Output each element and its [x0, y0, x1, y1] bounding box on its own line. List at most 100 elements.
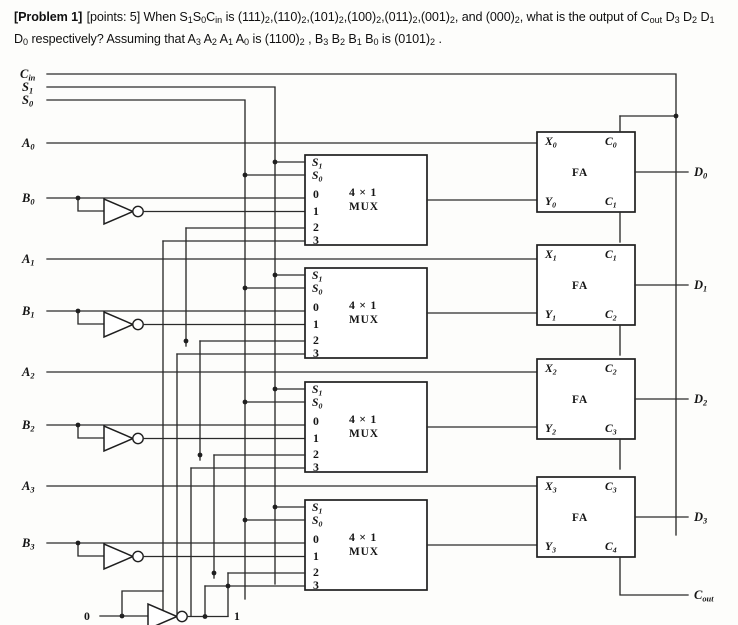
bit-slice-3: A3 B3 S1 S0 0 1 2 3 4 × 1 MUX: [21, 476, 707, 592]
sub-d2: 2: [692, 14, 698, 25]
statement-frag: , B: [304, 31, 324, 46]
data-feed-rails: [162, 227, 229, 617]
mux3-pin-1: 1: [313, 549, 319, 563]
junction-dot: [242, 285, 248, 291]
label-cout: Cout: [694, 588, 714, 604]
const-zero-label: 0: [84, 609, 90, 623]
bit-slice-1: A1 B1 S1 S0 0 1 2 3 4 × 1 MUX: [21, 244, 707, 360]
inverter-b0: [103, 197, 135, 226]
sub-b0: 0: [373, 36, 379, 47]
fa-box-3: [536, 476, 636, 558]
sub-a1: 1: [227, 36, 234, 47]
problem-statement: [Problem 1] [points: 5] When S1S0Cin is …: [14, 8, 726, 52]
mux3-pin-s1: S1: [312, 501, 322, 515]
junction-dot: [242, 517, 248, 523]
base-2: 2: [514, 14, 520, 25]
sub-a2: 2: [211, 36, 217, 47]
mux1-pin-2: 2: [313, 333, 319, 347]
statement-frag: A: [200, 31, 212, 46]
label-b0: B0: [21, 191, 35, 207]
junction-dot: [225, 583, 231, 589]
label-a1: A1: [21, 252, 35, 268]
sub-b1: 1: [356, 36, 362, 47]
statement-frag: ,(011): [381, 10, 413, 24]
junction-dot: [183, 338, 189, 344]
statement-frag: is (0101): [378, 31, 430, 46]
fa1-cin-label: C1: [605, 248, 617, 262]
mux3-pin-3: 3: [313, 578, 319, 592]
mux0-title-1: 4 × 1: [349, 185, 377, 199]
sub-s1: 1: [187, 14, 193, 25]
sub-a3: 3: [195, 36, 201, 47]
mux2-pin-0: 0: [313, 414, 319, 428]
base-2: 2: [376, 14, 382, 25]
inverter-const: [147, 602, 179, 625]
label-a0: A0: [21, 136, 35, 152]
statement-frag: D: [662, 10, 675, 24]
mux0-pin-3: 3: [313, 233, 319, 247]
fa0-cout-label: C1: [605, 195, 617, 209]
base-2: 2: [264, 14, 270, 25]
label-b2: B2: [21, 418, 35, 434]
control-input-labels: Cin S1 S0: [20, 67, 36, 109]
sub-b3: 3: [323, 36, 329, 47]
statement-frag: C: [206, 10, 216, 24]
label-d2: D2: [693, 392, 707, 408]
constant-generator: 0 1: [84, 338, 240, 625]
mux1-title-1: 4 × 1: [349, 298, 377, 312]
junction-dot: [272, 386, 278, 392]
statement-frag: D: [697, 10, 710, 24]
junction-dot: [272, 159, 278, 165]
statement-frag: B: [345, 31, 357, 46]
junction-dot: [242, 399, 248, 405]
mux1-pin-0: 0: [313, 300, 319, 314]
mux0-pin-0: 0: [313, 187, 319, 201]
statement-frag: output of C: [589, 10, 650, 24]
statement-frag: , and (000): [454, 10, 515, 24]
junction-dot: [75, 308, 81, 314]
statement-frag: is (1100): [249, 31, 300, 46]
mux2-title-2: MUX: [349, 428, 379, 440]
statement-frag: respectively? Assuming that A: [28, 31, 196, 46]
label-d1: D1: [693, 278, 707, 294]
mux1-pin-s1: S1: [312, 269, 322, 283]
inverter-b2: [103, 424, 135, 453]
fa2-title: FA: [572, 394, 588, 406]
base-2: 2: [449, 14, 455, 25]
mux1-title-2: MUX: [349, 314, 379, 326]
sub-b2: 2: [339, 36, 345, 47]
junction-dot: [202, 614, 208, 619]
mux3-title-1: 4 × 1: [349, 530, 377, 544]
inverter-b3: [103, 542, 135, 571]
fa2-cout-label: C3: [605, 422, 617, 436]
statement-frag: .: [435, 31, 442, 46]
fa3-cin-label: C3: [605, 480, 617, 494]
junction-dot: [272, 272, 278, 278]
bit-slice-2: A2 B2 S1 S0 0 1 2 3 4 × 1 MUX: [21, 358, 707, 474]
mux2-pin-s1: S1: [312, 383, 322, 397]
label-a2: A2: [21, 365, 35, 381]
inverter-bubble: [132, 318, 144, 331]
label-d3: D3: [693, 510, 707, 526]
statement-frag: , what is the: [519, 10, 586, 24]
statement-frag: A: [216, 31, 228, 46]
statement-frag: ,(001): [417, 10, 450, 24]
fa3-y-label: Y3: [545, 540, 556, 554]
inverter-bubble: [132, 550, 144, 563]
statement-frag: is (111): [222, 10, 265, 24]
label-b3: B3: [21, 536, 35, 552]
statement-frag: A: [233, 31, 245, 46]
junction-dot: [272, 504, 278, 510]
mux0-title-2: MUX: [349, 201, 379, 213]
mux3-pin-s0: S0: [312, 514, 322, 528]
mux-box-3: [304, 499, 428, 591]
base-2: 2: [301, 14, 307, 25]
mux0-pin-s0: S0: [312, 169, 322, 183]
statement-frag: ,(100): [343, 10, 377, 24]
fa2-y-label: Y2: [545, 422, 556, 436]
statement-frag: B: [361, 31, 374, 46]
problem-tag: [Problem 1]: [14, 10, 83, 24]
junction-dot: [75, 195, 81, 201]
fa0-cin-label: C0: [605, 135, 617, 149]
